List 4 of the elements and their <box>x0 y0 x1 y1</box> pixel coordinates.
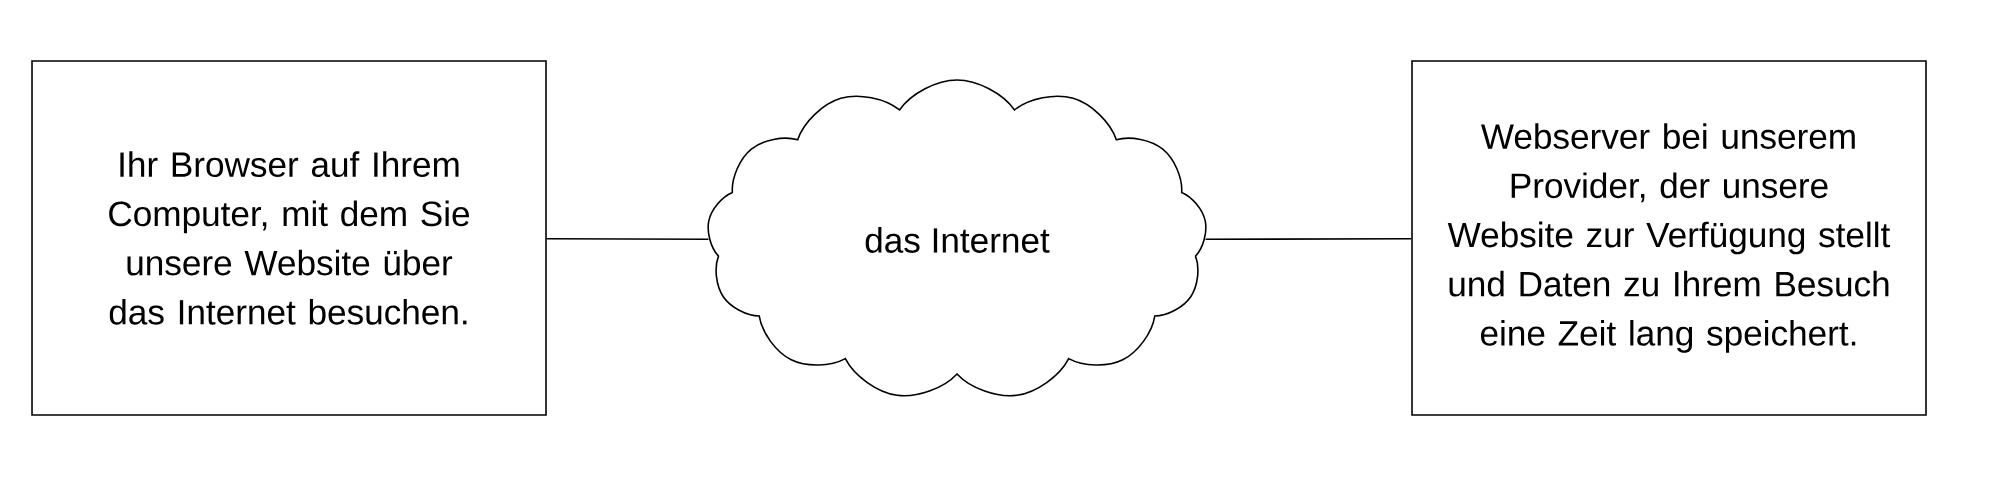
text-box: Webserver bei unserem Provider, der unsere Website zur Verfügung stellt und Daten zu Ihrem Besuch eine Zeit lang speichert. <box>1411 60 1927 416</box>
connector-line <box>1204 237 1412 241</box>
text-box: Ihr Browser auf Ihrem Computer, mit dem Sie unsere Website über das Internet besuchen. <box>31 60 547 416</box>
connector-line <box>546 237 710 241</box>
